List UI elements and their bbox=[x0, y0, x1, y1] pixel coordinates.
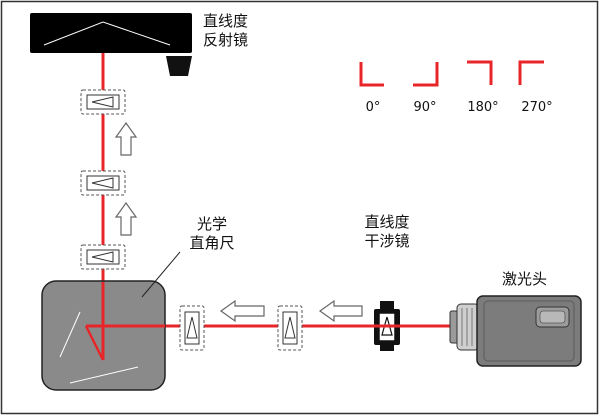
up-arrow-icon bbox=[114, 121, 138, 156]
angle-label-270: 270° bbox=[521, 100, 553, 115]
reflector-mount bbox=[166, 56, 192, 76]
square-leader-line bbox=[141, 251, 181, 298]
angle-label-0: 0° bbox=[365, 100, 381, 115]
horizontal-mirror-fixture bbox=[179, 305, 205, 351]
reflector-label-line-1: 直线度 bbox=[203, 12, 249, 30]
left-arrow-icon bbox=[318, 299, 363, 323]
vertical-mirror-fixture bbox=[80, 170, 126, 196]
horizontal-mirror-fixture bbox=[277, 305, 303, 351]
vertical-mirror-fixture bbox=[80, 89, 126, 115]
angle-marker-0 bbox=[359, 62, 384, 87]
angle-label-90: 90° bbox=[413, 100, 437, 115]
up-arrow-icon bbox=[114, 201, 138, 236]
optical-square-label: 光学 直角尺 bbox=[185, 215, 239, 253]
interferometer-label-line-1: 直线度 bbox=[364, 213, 410, 231]
left-arrow-icon bbox=[219, 299, 265, 323]
angle-marker-180 bbox=[467, 60, 493, 85]
laser-beam-in-square bbox=[84, 282, 165, 361]
angle-label-180: 180° bbox=[467, 100, 499, 115]
laser-head-label: 激光头 bbox=[502, 270, 548, 288]
interferometer-label-line-2: 干涉镜 bbox=[364, 232, 410, 250]
straightness-reflector bbox=[30, 13, 192, 76]
optical-square-label-line-2: 直角尺 bbox=[189, 234, 235, 252]
reflector-label-line-2: 反射镜 bbox=[203, 31, 249, 49]
angle-marker-270 bbox=[518, 60, 544, 85]
angle-marker-90 bbox=[413, 62, 439, 87]
vertical-mirror-fixture bbox=[80, 244, 126, 270]
reflector-label: 直线度 反射镜 bbox=[203, 12, 248, 50]
interferometer-label: 直线度 干涉镜 bbox=[357, 213, 417, 251]
laser-head bbox=[449, 295, 582, 367]
optical-square-label-line-1: 光学 bbox=[196, 215, 227, 233]
